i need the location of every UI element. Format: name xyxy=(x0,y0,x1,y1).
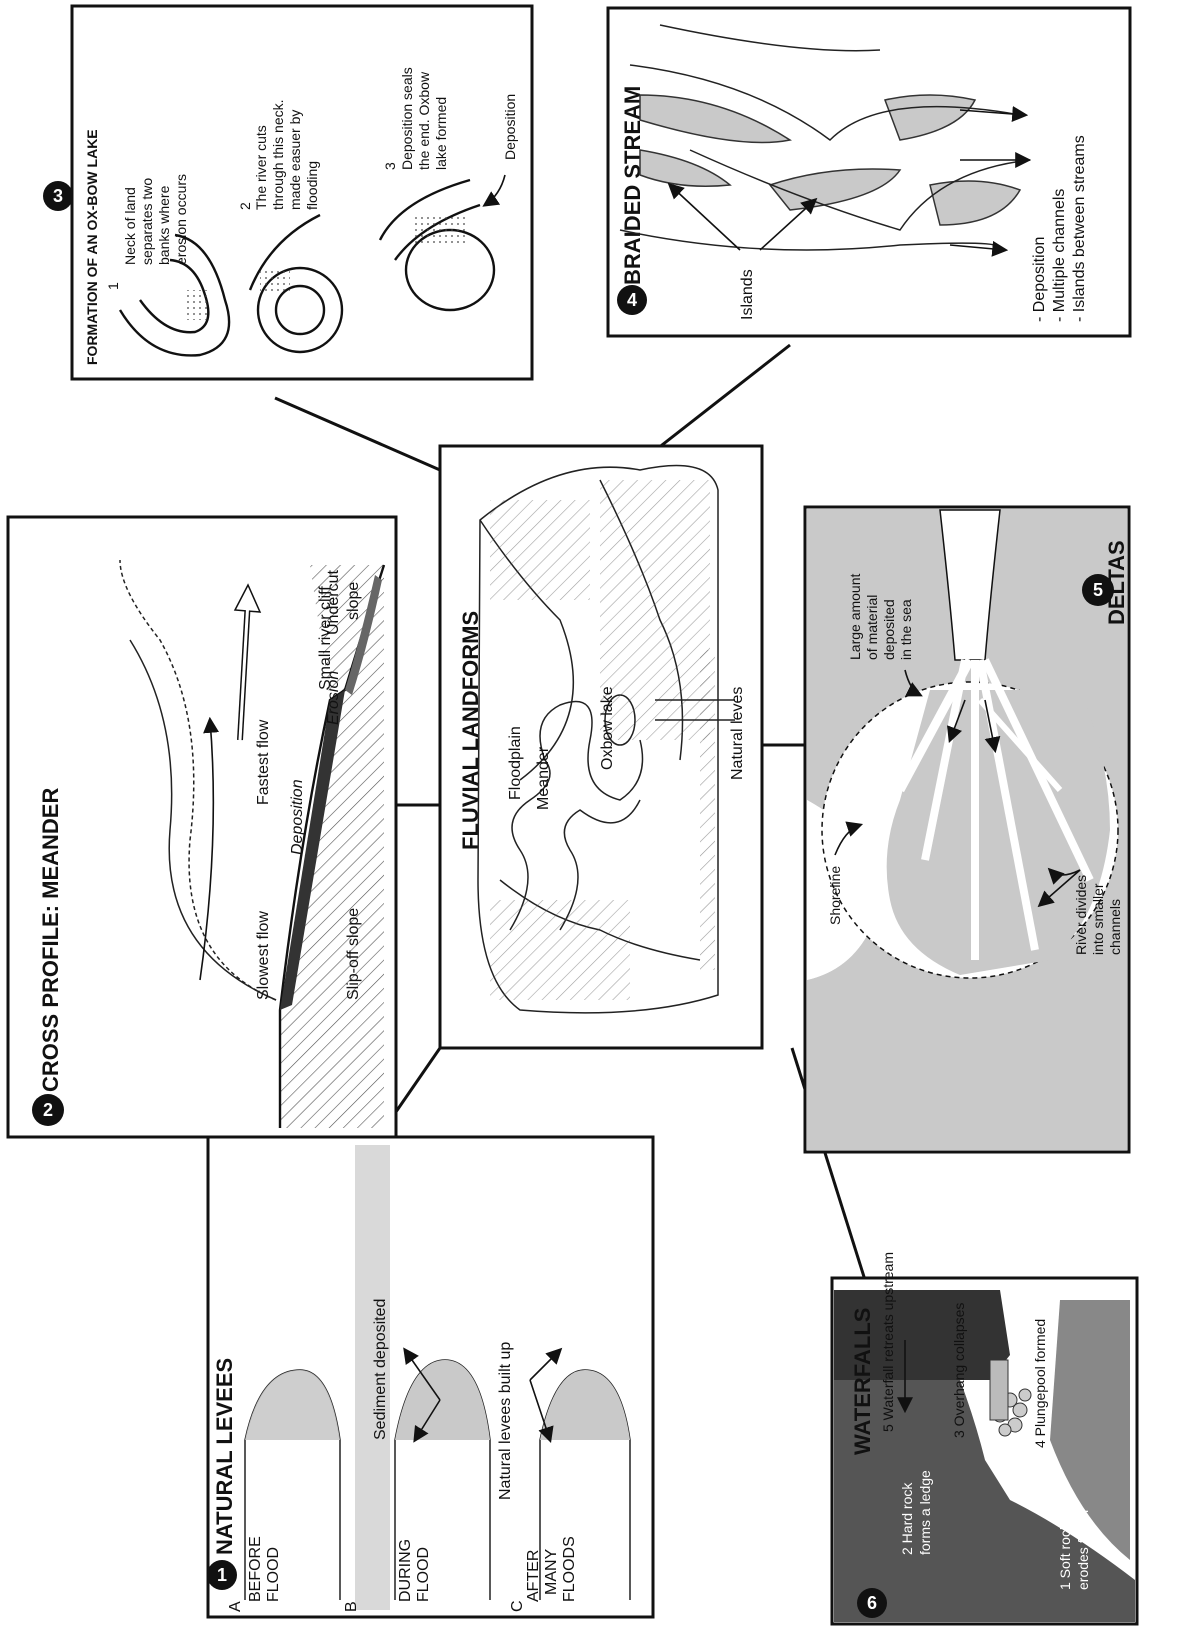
step1-line: banks where xyxy=(156,185,172,265)
stage-letter: A xyxy=(227,1601,244,1612)
step2-line: through this neck. xyxy=(270,99,286,210)
panel-meander: 2 CROSS PROFILE: MEANDER Small river cli… xyxy=(8,517,396,1137)
step2-line: made easuer by xyxy=(287,110,303,210)
label-islands: Islands xyxy=(739,269,756,320)
panel-title: DELTAS xyxy=(1104,540,1129,625)
panel-title: WATERFALLS xyxy=(850,1308,875,1455)
label-river: River divides xyxy=(1073,875,1089,955)
panel-title: FORMATION OF AN OX-BOW LAKE xyxy=(84,129,100,365)
step3-line: Deposition seals xyxy=(399,67,415,170)
step2-line: The river cuts xyxy=(253,125,269,210)
step2-num: 2 xyxy=(237,202,253,210)
panel-center: FLUVIAL LANDFORMS Floodplain Meander Oxb… xyxy=(440,446,762,1048)
label-floodplain: Floodplain xyxy=(507,726,524,800)
label-step4: 4 Plungepool formed xyxy=(1032,1319,1048,1448)
panel-number: 6 xyxy=(867,1593,877,1613)
stage-a-line: BEFORE xyxy=(247,1536,264,1602)
stage-letter: B xyxy=(343,1601,360,1612)
panel-braided-stream: 4 BRAIDED STREAM Islands - Deposition - … xyxy=(608,8,1130,336)
label-sediment: Sediment deposited xyxy=(372,1299,389,1440)
stage-c-line: MANY xyxy=(543,1548,560,1595)
label-levees: Natural levees built up xyxy=(497,1342,514,1500)
panel-title: CROSS PROFILE: MEANDER xyxy=(38,788,63,1092)
label-fastest-flow: Fastest flow xyxy=(255,719,272,805)
stage-c-line: AFTER xyxy=(525,1550,542,1602)
label-step2-l1: 2 Hard rock xyxy=(899,1482,915,1555)
step2-line: flooding xyxy=(304,161,320,210)
panel-deltas: 5 DELTAS Large amount of material deposi… xyxy=(805,507,1129,1152)
label-large: deposited xyxy=(881,599,897,660)
label-shoreline: Shoreline xyxy=(827,866,843,925)
label-deposition: Deposition xyxy=(289,779,306,855)
stage-b-line: DURING xyxy=(397,1539,414,1602)
bullet-2: - Multiple channels xyxy=(1051,189,1068,322)
step3-line: the end. Oxbow xyxy=(416,71,432,170)
step1-line: erosion occurs xyxy=(173,174,189,265)
stage-c-line: FLOODS xyxy=(561,1536,578,1602)
panel-number: 3 xyxy=(53,186,63,206)
label-step1-l1: 1 Soft rock xyxy=(1057,1522,1073,1590)
label-step1-l2: erodes faster xyxy=(1075,1508,1091,1590)
label-slope: slope xyxy=(345,582,362,620)
label-large: of material xyxy=(864,595,880,660)
panel-number: 2 xyxy=(43,1100,53,1120)
panel-natural-levees: 1 NATURAL LEVEES A BEFORE FLOOD B DURING… xyxy=(207,1137,653,1617)
step1-num: 1 xyxy=(105,282,121,290)
label-oxbow-lake: Oxbow lake xyxy=(599,686,616,770)
panel-number: 4 xyxy=(627,290,637,310)
label-undercut: Undercut xyxy=(325,570,342,635)
label-step5: 5 Waterfall retreats upstream xyxy=(880,1252,896,1432)
panel-oxbow: 3 FORMATION OF AN OX-BOW LAKE 1 Neck of … xyxy=(43,6,532,379)
panel-title: NATURAL LEVEES xyxy=(212,1358,237,1555)
label-natural-leves: Natural leves xyxy=(729,687,746,780)
label-large: Large amount xyxy=(847,573,863,660)
panel-number: 1 xyxy=(217,1565,227,1585)
stage-a-line: FLOOD xyxy=(265,1547,282,1602)
label-large: in the sea xyxy=(898,599,914,660)
label-meander: Meander xyxy=(535,746,552,810)
label-slip-off: Slip-off slope xyxy=(345,908,362,1000)
label-step3: 3 Overhang collapses xyxy=(951,1303,967,1438)
panel-waterfalls: 6 WATERFALLS 5 Waterfall retreats upstre… xyxy=(832,1252,1137,1624)
step3-line: lake formed xyxy=(433,97,449,170)
stage-b-line: FLOOD xyxy=(415,1547,432,1602)
stage-letter: C xyxy=(509,1600,526,1612)
step1-line: separates two xyxy=(139,178,155,265)
panel-number: 5 xyxy=(1093,580,1103,600)
label-river: channels xyxy=(1107,899,1123,955)
label-slowest-flow: Slowest flow xyxy=(255,911,272,1000)
bullet-3: - Islands between streams xyxy=(1071,135,1088,322)
label-deposition: Deposition xyxy=(502,94,518,160)
step3-num: 3 xyxy=(382,162,398,170)
label-erosion: Erosion xyxy=(325,671,342,725)
bullet-1: - Deposition xyxy=(1031,237,1048,322)
label-river: into smaller xyxy=(1090,883,1106,955)
label-step2-l2: forms a ledge xyxy=(917,1470,933,1555)
step1-line: Neck of land xyxy=(122,187,138,265)
